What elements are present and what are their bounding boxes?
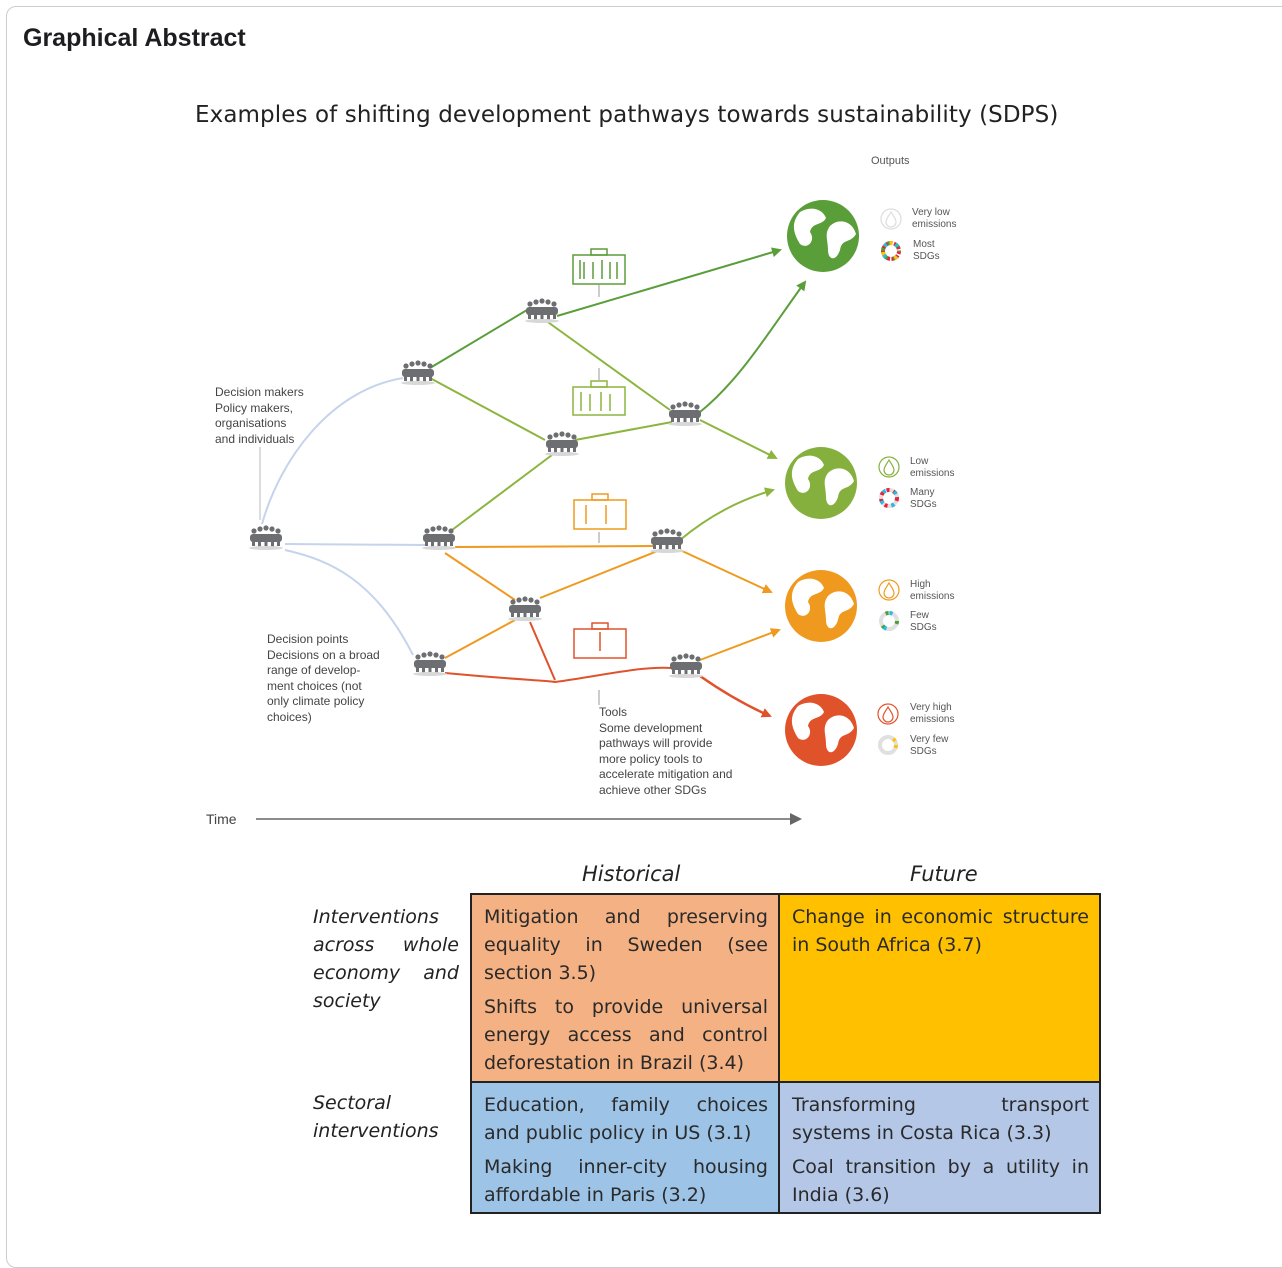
decision-node-icon — [401, 360, 435, 385]
cell-historical-sectoral: Education, family choices and public pol… — [472, 1083, 780, 1212]
time-label: Time — [206, 811, 237, 827]
sdg-ring-icon — [879, 611, 899, 631]
sdg-ring-icon — [881, 241, 901, 261]
outputs-label: Outputs — [871, 155, 910, 167]
emissions-drop-icon — [878, 579, 900, 601]
decision-node-icon — [508, 596, 542, 621]
emissions-drop-icon — [877, 703, 899, 725]
cell-historical-economy: Mitigation and preserving equality in Sw… — [472, 895, 780, 1083]
decision-node-icon — [669, 653, 703, 678]
toolbox-icon — [573, 622, 627, 705]
decision-node-icon — [525, 298, 559, 323]
decision-node-icon — [249, 525, 283, 550]
column-future: Future — [910, 862, 978, 886]
emissions-drop-icon — [880, 208, 902, 230]
globe-icon — [787, 200, 859, 272]
decision-node-icon — [668, 401, 702, 426]
decision-node-icon — [422, 525, 456, 550]
cell-future-sectoral: Transforming transport systems in Costa … — [780, 1083, 1099, 1212]
sdg-ring-icon — [879, 488, 899, 508]
toolbox-icon — [573, 493, 627, 543]
decision-node-icon — [545, 431, 579, 456]
diagram-title: Examples of shifting development pathway… — [195, 102, 1059, 128]
globe-icon — [785, 447, 857, 519]
globe-icon — [785, 570, 857, 642]
emissions-drop-icon — [878, 456, 900, 478]
header-title: Graphical Abstract — [23, 24, 246, 52]
globe-icon — [785, 694, 857, 766]
column-historical: Historical — [582, 862, 681, 886]
toolbox-icon — [572, 248, 626, 297]
toolbox-icon — [572, 368, 626, 416]
interventions-table: Mitigation and preserving equality in Sw… — [470, 893, 1101, 1214]
decision-node-icon — [413, 651, 447, 676]
decision-node-icon — [650, 528, 684, 553]
cell-future-economy: Change in economic structure in South Af… — [780, 895, 1099, 1083]
sdg-ring-icon — [878, 735, 898, 755]
